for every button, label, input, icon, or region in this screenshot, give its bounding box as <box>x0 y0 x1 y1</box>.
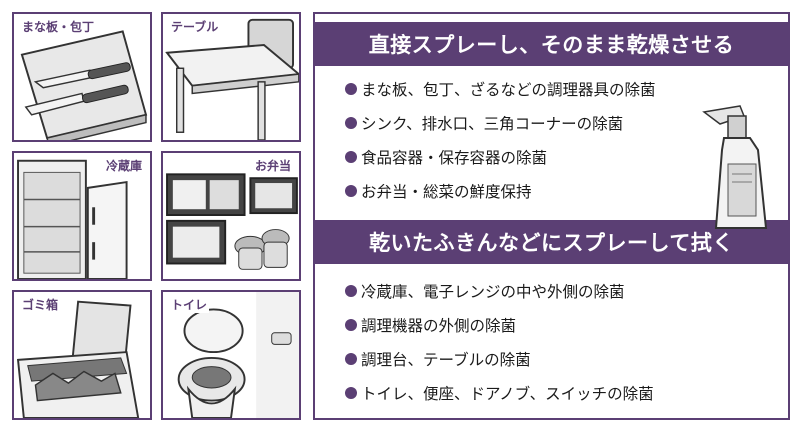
tile-trash: ゴミ箱 <box>12 290 152 420</box>
list-item: シンク、排水口、三角コーナーの除菌 <box>315 106 788 140</box>
list-item-text: シンク、排水口、三角コーナーの除菌 <box>361 115 624 133</box>
list-item: 冷蔵庫、電子レンジの中や外側の除菌 <box>315 274 788 308</box>
bento-illustration <box>166 173 298 270</box>
bullet-dot-icon <box>345 319 357 331</box>
bullet-dot-icon <box>345 353 357 365</box>
list-item: 調理機器の外側の除菌 <box>315 308 788 342</box>
list-item: 食品容器・保存容器の除菌 <box>315 140 788 174</box>
tile-label: トイレ <box>169 296 210 313</box>
tile-label: 冷蔵庫 <box>103 157 144 174</box>
spray-bottle-icon <box>702 105 768 229</box>
list-item-text: まな板、包丁、ざるなどの調理器具の除菌 <box>361 81 656 99</box>
section1-list: まな板、包丁、ざるなどの調理器具の除菌 シンク、排水口、三角コーナーの除菌 食品… <box>315 72 788 208</box>
section2-list: 冷蔵庫、電子レンジの中や外側の除菌 調理機器の外側の除菌 調理台、テーブルの除菌… <box>315 274 788 410</box>
section2-header: 乾いたふきんなどにスプレーして拭く <box>315 220 788 264</box>
tile-toilet: トイレ <box>161 290 301 420</box>
trash-can-illustration <box>16 300 140 418</box>
bullet-dot-icon <box>345 117 357 129</box>
cutting-board-knife-illustration <box>20 30 148 140</box>
list-item-text: 調理機器の外側の除菌 <box>361 317 517 335</box>
table-illustration <box>165 18 299 140</box>
list-item: 調理台、テーブルの除菌 <box>315 342 788 376</box>
instruction-panel: 直接スプレーし、そのまま乾燥させる まな板、包丁、ざるなどの調理器具の除菌 シン… <box>313 12 790 420</box>
tile-refrigerator: 冷蔵庫 <box>12 151 152 281</box>
tile-bento: お弁当 <box>161 151 301 281</box>
bullet-dot-icon <box>345 285 357 297</box>
list-item-text: お弁当・総菜の鮮度保持 <box>361 183 532 201</box>
tile-label: まな板・包丁 <box>20 18 97 35</box>
tile-table: テーブル <box>161 12 301 142</box>
tile-label: お弁当 <box>252 157 293 174</box>
refrigerator-illustration <box>17 159 128 279</box>
tile-label: ゴミ箱 <box>20 296 61 313</box>
bullet-dot-icon <box>345 83 357 95</box>
bullet-dot-icon <box>345 387 357 399</box>
section1-header: 直接スプレーし、そのまま乾燥させる <box>315 22 788 66</box>
bullet-dot-icon <box>345 151 357 163</box>
tile-cutting-board: まな板・包丁 <box>12 12 152 142</box>
list-item-text: トイレ、便座、ドアノブ、スイッチの除菌 <box>361 385 654 403</box>
list-item: トイレ、便座、ドアノブ、スイッチの除菌 <box>315 376 788 410</box>
tile-label: テーブル <box>169 18 221 35</box>
list-item-text: 調理台、テーブルの除菌 <box>361 351 531 369</box>
bullet-dot-icon <box>345 185 357 197</box>
list-item: まな板、包丁、ざるなどの調理器具の除菌 <box>315 72 788 106</box>
list-item-text: 冷蔵庫、電子レンジの中や外側の除菌 <box>361 283 625 301</box>
toilet-illustration <box>177 292 299 418</box>
list-item: お弁当・総菜の鮮度保持 <box>315 174 788 208</box>
list-item-text: 食品容器・保存容器の除菌 <box>361 149 548 167</box>
